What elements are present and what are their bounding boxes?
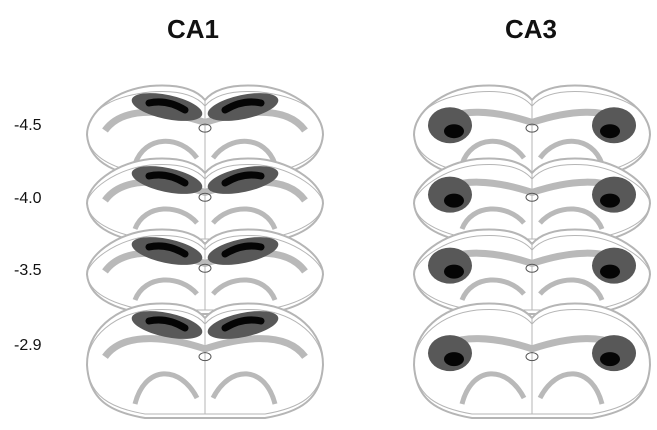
brain-section-ca1-row-1 [87,86,323,178]
lesion-core-left [444,352,464,366]
lesion-core-left [444,194,464,208]
lesion-core-right [600,124,620,138]
brain-section-ca1-row-4 [87,304,323,418]
lesion-core-right [600,194,620,208]
brain-section-ca3-row-1 [414,86,650,178]
lesion-core-right [600,352,620,366]
lesion-core-left [444,265,464,279]
lesion-core-left [444,124,464,138]
lesion-core-right [600,265,620,279]
brain-section-ca3-row-4 [414,304,650,418]
